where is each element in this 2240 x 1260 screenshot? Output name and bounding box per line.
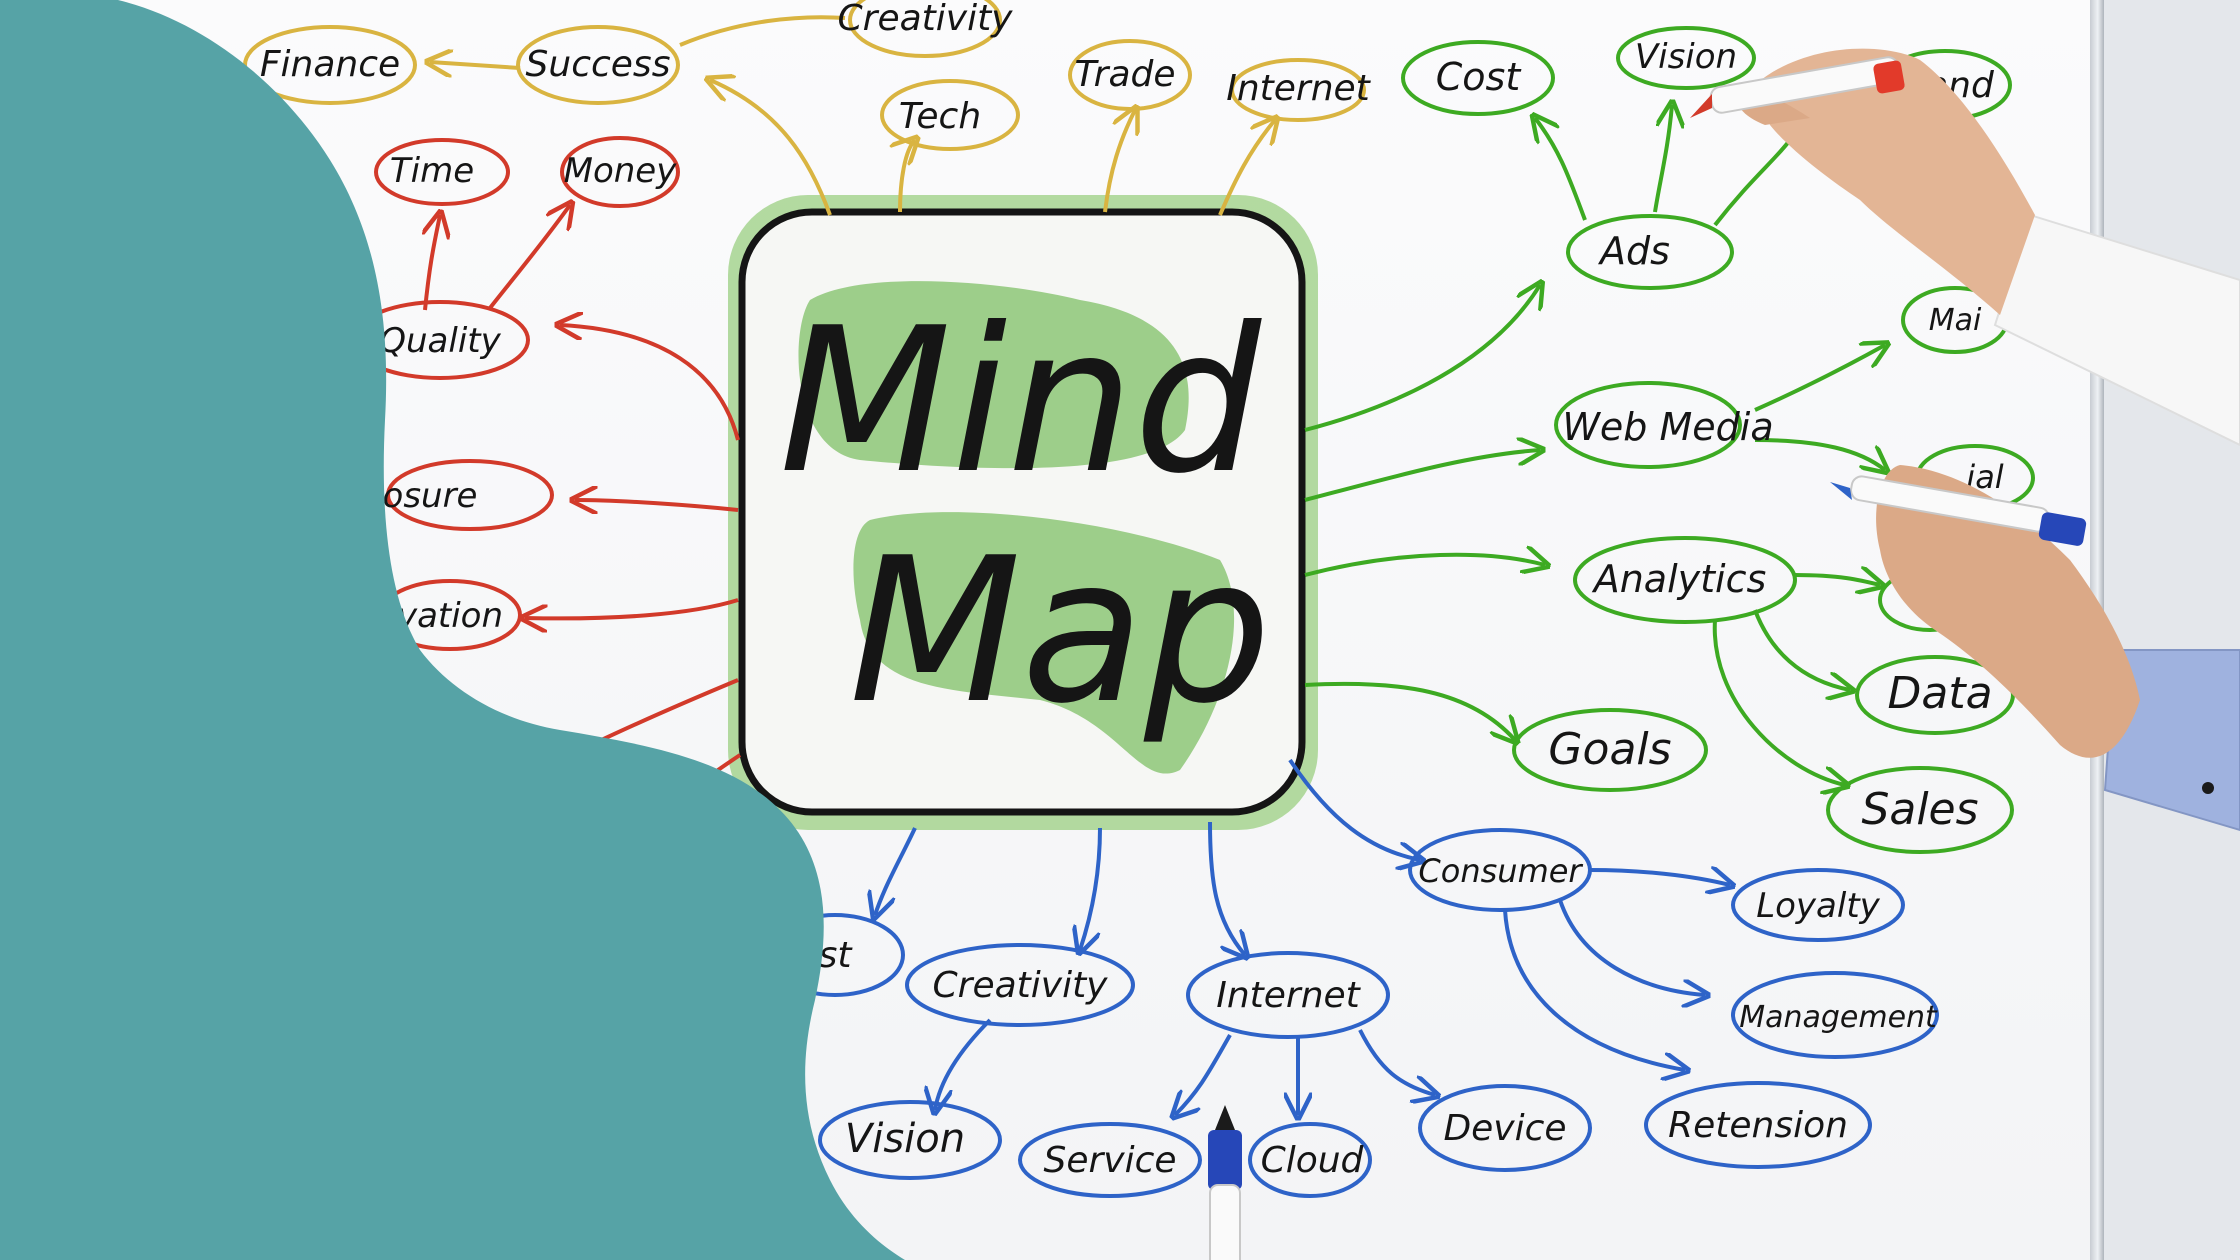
node-device: Device [1443, 1108, 1566, 1149]
node-internet-blue: Internet [1216, 975, 1361, 1016]
node-quality: Quality [379, 321, 501, 361]
node-retension: Retension [1668, 1105, 1848, 1146]
node-cost-green: Cost [1436, 55, 1523, 99]
node-cloud: Cloud [1261, 1140, 1365, 1181]
node-ads: Ads [1597, 229, 1670, 273]
node-motivation: vation [397, 596, 503, 636]
center-title-line2: Map [849, 515, 1271, 748]
node-vision-green: Vision [1635, 37, 1737, 77]
node-loyalty: Loyalty [1756, 886, 1880, 926]
node-time: Time [390, 151, 474, 191]
node-service: Service [1043, 1140, 1176, 1181]
blue-marker-bottom [1208, 1105, 1242, 1260]
green-marker-top [1690, 56, 1905, 118]
wall [2104, 0, 2240, 1260]
node-sales: Sales [1861, 784, 1978, 835]
lower-hand [1876, 465, 2240, 832]
node-mail: Mai [1929, 303, 1982, 338]
center-title-line1: Mind [779, 285, 1262, 518]
node-closure: osure [383, 476, 478, 516]
teal-decorative-shape [0, 0, 905, 1260]
node-goals: Goals [1548, 724, 1671, 775]
node-vision-blue: Vision [845, 1116, 965, 1162]
node-web-media: Web Media [1562, 405, 1773, 449]
center-node: Mind Map [728, 195, 1318, 830]
node-cost-blue: st [819, 935, 854, 976]
upper-hand [1737, 48, 2240, 447]
node-tech: Tech [899, 96, 981, 137]
node-trade: Trade [1074, 54, 1175, 95]
node-money: Money [564, 151, 678, 191]
node-creativity-top: Creativity [838, 0, 1014, 39]
blue-branch [765, 758, 1939, 1198]
node-finance: Finance [260, 44, 400, 85]
yellow-branch [243, 0, 1366, 216]
node-analytics: Analytics [1591, 557, 1767, 601]
yellow-labels: Finance Success Creativity Tech Trade In… [260, 0, 1372, 137]
node-management: Management [1739, 1000, 1938, 1035]
red-labels: Time Money Quality osure vation [379, 151, 677, 636]
blue-labels: st Creativity Internet Consumer Loyalty … [819, 852, 1938, 1181]
node-creativity-blue: Creativity [933, 965, 1109, 1006]
node-data: Data [1887, 668, 1992, 719]
node-success: Success [526, 44, 671, 85]
blue-marker-right [1830, 475, 2087, 546]
node-internet-top: Internet [1226, 68, 1371, 109]
node-consumer: Consumer [1418, 852, 1583, 890]
